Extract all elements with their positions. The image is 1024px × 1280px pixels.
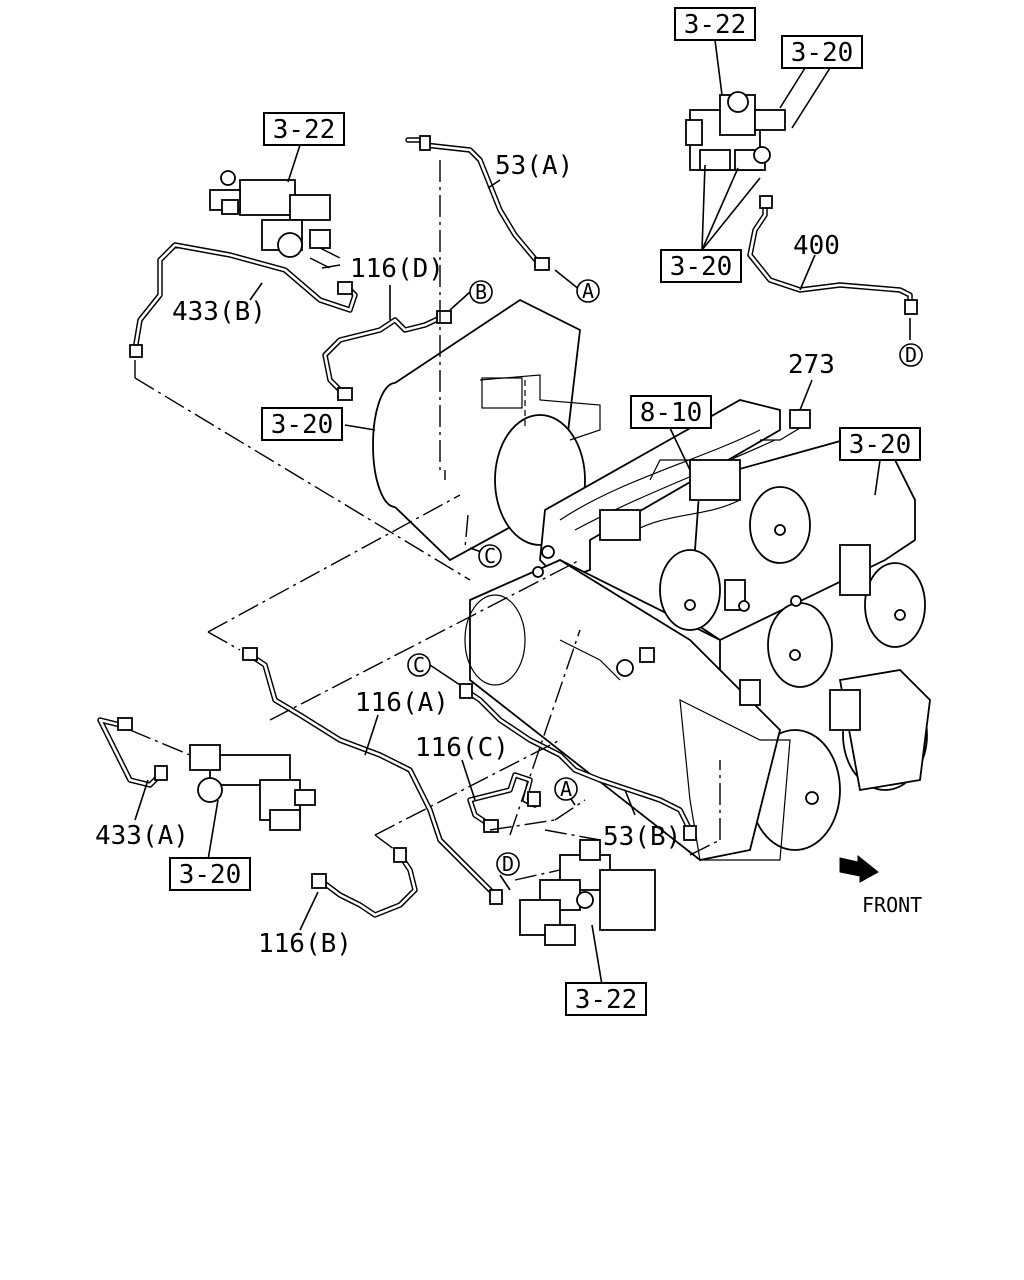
valve-assembly-bottom-left bbox=[189, 744, 316, 831]
svg-text:B: B bbox=[475, 280, 487, 304]
pipe-400 bbox=[747, 195, 918, 315]
svg-text:D: D bbox=[905, 343, 917, 367]
front-arrow-icon bbox=[839, 854, 879, 883]
svg-text:A: A bbox=[560, 777, 572, 801]
pipe-433a bbox=[97, 717, 168, 788]
valve-assembly-top-right bbox=[685, 91, 786, 171]
part-label-116d[interactable]: 116(D) bbox=[350, 254, 444, 284]
pipe-116d bbox=[322, 310, 452, 401]
valve-assembly-top-left bbox=[209, 170, 331, 258]
marker-d-top[interactable]: D bbox=[899, 343, 923, 367]
marker-b[interactable]: B bbox=[469, 280, 493, 304]
ref-box-320-right[interactable]: 3-20 bbox=[839, 427, 921, 461]
svg-text:3-22: 3-22 bbox=[684, 10, 747, 40]
leader-lines bbox=[134, 39, 911, 986]
ref-box-320-top-right[interactable]: 3-20 bbox=[781, 35, 863, 69]
svg-text:3-20: 3-20 bbox=[271, 410, 334, 440]
ref-box-322-top-left[interactable]: 3-22 bbox=[263, 112, 345, 146]
pipe-53a bbox=[405, 135, 550, 271]
ref-box-322-bottom[interactable]: 3-22 bbox=[565, 982, 647, 1016]
marker-c-lower[interactable]: C bbox=[407, 653, 431, 677]
marker-a-bottom[interactable]: A bbox=[554, 777, 578, 801]
svg-text:3-22: 3-22 bbox=[273, 115, 336, 145]
svg-text:C: C bbox=[484, 544, 496, 568]
part-label-433b[interactable]: 433(B) bbox=[172, 297, 266, 327]
part-label-400[interactable]: 400 bbox=[793, 231, 840, 261]
front-label: FRONT bbox=[862, 893, 922, 917]
marker-c-mid[interactable]: C bbox=[478, 544, 502, 568]
marker-d-bottom[interactable]: D bbox=[496, 852, 520, 876]
svg-text:3-20: 3-20 bbox=[791, 38, 854, 68]
part-label-116a[interactable]: 116(A) bbox=[355, 688, 449, 718]
ref-box-322-top-right[interactable]: 3-22 bbox=[674, 7, 756, 41]
part-label-273[interactable]: 273 bbox=[788, 350, 835, 380]
pipe-53b bbox=[459, 683, 697, 841]
pipe-433b bbox=[129, 242, 358, 358]
ref-box-320-mid-left[interactable]: 3-20 bbox=[261, 407, 343, 441]
marker-a-top[interactable]: A bbox=[576, 279, 600, 303]
pipe-116b bbox=[311, 847, 418, 918]
svg-text:A: A bbox=[582, 279, 594, 303]
ref-box-810[interactable]: 8-10 bbox=[630, 395, 712, 429]
svg-text:D: D bbox=[502, 852, 514, 876]
valve-assembly-bottom-center bbox=[519, 839, 656, 946]
part-label-433a[interactable]: 433(A) bbox=[95, 821, 189, 851]
ref-box-320-top-right-lower[interactable]: 3-20 bbox=[660, 249, 742, 283]
svg-text:8-10: 8-10 bbox=[640, 398, 703, 428]
part-label-53b[interactable]: 53(B) bbox=[603, 822, 681, 852]
part-label-116c[interactable]: 116(C) bbox=[415, 733, 509, 763]
part-label-53a[interactable]: 53(A) bbox=[495, 151, 573, 181]
phantom-lines bbox=[129, 160, 721, 881]
pipe-116a bbox=[242, 647, 503, 905]
svg-text:3-20: 3-20 bbox=[849, 430, 912, 460]
svg-text:C: C bbox=[413, 653, 425, 677]
svg-text:3-22: 3-22 bbox=[575, 985, 638, 1015]
chassis-frame-drawing bbox=[372, 298, 931, 861]
svg-text:3-20: 3-20 bbox=[179, 860, 242, 890]
svg-text:3-20: 3-20 bbox=[670, 252, 733, 282]
part-label-116b[interactable]: 116(B) bbox=[258, 929, 352, 959]
ref-box-320-bottom-left[interactable]: 3-20 bbox=[169, 857, 251, 891]
